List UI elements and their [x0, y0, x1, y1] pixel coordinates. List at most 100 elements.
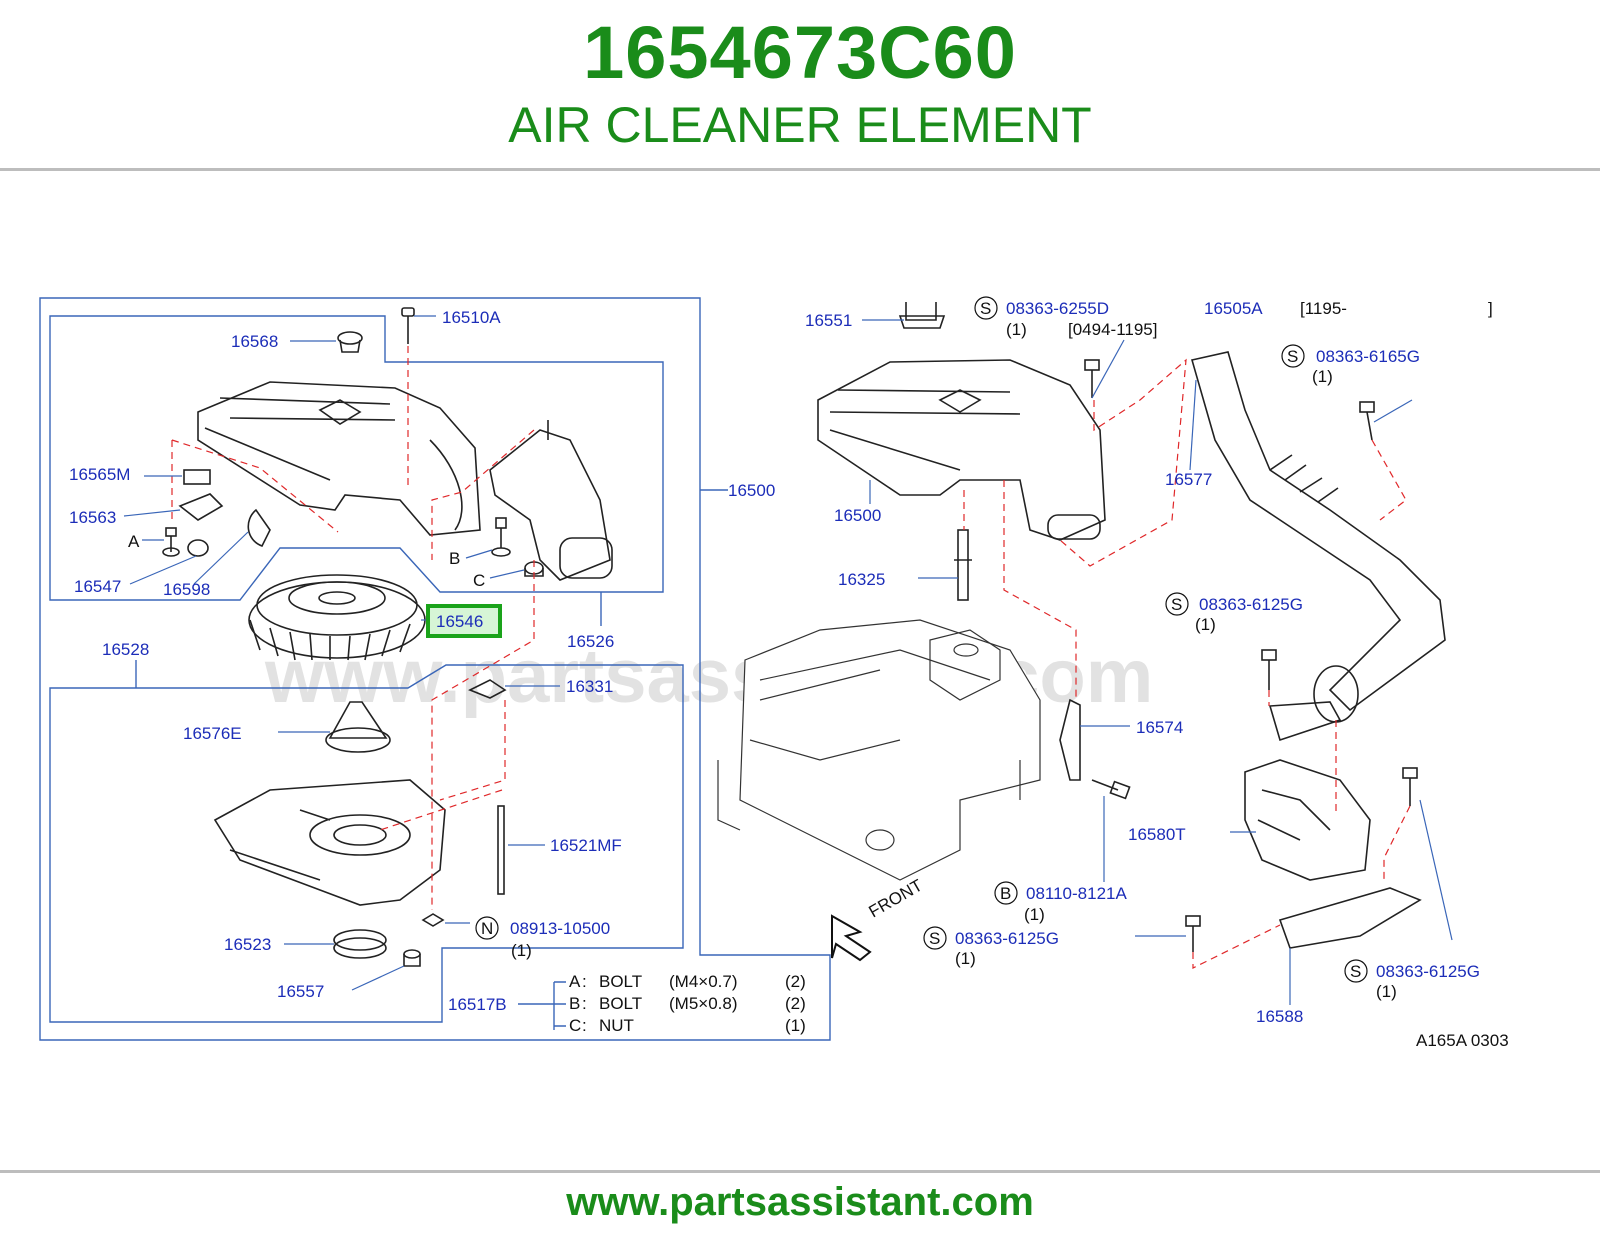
callout-08363-6125g-c[interactable]: 08363-6125G [1376, 962, 1480, 981]
legend-code: C [569, 1016, 581, 1035]
callout-16598[interactable]: 16598 [163, 580, 210, 599]
callout-16547[interactable]: 16547 [74, 577, 121, 596]
bolt-6125g-b-icon [1185, 915, 1201, 952]
callout-16500-right[interactable]: 16500 [834, 506, 881, 525]
callout-16557[interactable]: 16557 [277, 982, 324, 1001]
bolt-6165g-icon [1359, 401, 1375, 441]
legend-code: B [569, 994, 580, 1013]
callout-08363-6125g-c-qty: (1) [1376, 982, 1397, 1001]
part-name-subtitle: AIR CLEANER ELEMENT [508, 97, 1092, 153]
callout-s[interactable]: S [1350, 962, 1361, 981]
bolt-16510a-icon [401, 307, 415, 344]
grommet-16557-icon [403, 949, 421, 967]
callout-08363-6165g[interactable]: 08363-6165G [1316, 347, 1420, 366]
callout-b[interactable]: B [1000, 884, 1011, 903]
clip-16331-icon [468, 679, 507, 699]
callout-n[interactable]: N [481, 919, 493, 938]
symbol-s-circle [974, 296, 998, 320]
svg-text::: : [582, 972, 587, 991]
callout-s[interactable]: S [980, 299, 991, 318]
legend-row: B : BOLT (M5×0.8) (2) [569, 994, 806, 1013]
legend-row: C : NUT (1) [569, 1016, 806, 1035]
callout-16588[interactable]: 16588 [1256, 1007, 1303, 1026]
air-cleaner-cover-icon [197, 381, 481, 536]
callout-16551[interactable]: 16551 [805, 311, 852, 330]
callout-08110-8121a[interactable]: 08110-8121A [1026, 884, 1127, 903]
lower-housing-icon [213, 779, 446, 906]
diagram-code: A165A 0303 [1416, 1031, 1509, 1050]
legend-type: BOLT [599, 972, 642, 991]
legend-bracket [518, 981, 566, 1030]
rod-16521mf-icon [497, 805, 505, 895]
callout-s[interactable]: S [929, 929, 940, 948]
callout-16568[interactable]: 16568 [231, 332, 278, 351]
header-divider [0, 168, 1600, 171]
bolt-6125g-c-icon [1402, 767, 1418, 806]
callout-16521mf[interactable]: 16521MF [550, 836, 622, 855]
symbol-s-circle [923, 926, 947, 950]
grommet-16568-icon [337, 331, 363, 353]
frame-lower [49, 664, 684, 1023]
valve-16576e-icon [325, 701, 391, 753]
callout-16331[interactable]: 16331 [566, 677, 613, 696]
legend-type: BOLT [599, 994, 642, 1013]
callout-16526[interactable]: 16526 [567, 632, 614, 651]
frame-outer [39, 297, 831, 1041]
resonator-16580t-icon [1244, 759, 1371, 881]
callout-16505a[interactable]: 16505A [1204, 299, 1263, 318]
callout-08110-8121a-qty: (1) [1024, 905, 1045, 924]
callout-08913[interactable]: 08913-10500 [510, 919, 610, 938]
legend-row: A : BOLT (M4×0.7) (2) [569, 972, 806, 991]
leader-lines [123, 315, 1453, 1005]
legend-qty: (2) [785, 972, 806, 991]
callout-c[interactable]: C [473, 571, 485, 590]
callout-16577[interactable]: 16577 [1165, 470, 1212, 489]
footer-url[interactable]: www.partsassistant.com [566, 1180, 1034, 1224]
bracket-16563-icon [178, 493, 224, 521]
bracket-16574-icon [1059, 698, 1081, 781]
callout-16528[interactable]: 16528 [102, 640, 149, 659]
callout-08363-6125g-a-qty: (1) [1195, 615, 1216, 634]
callout-a[interactable]: A [128, 532, 140, 551]
callout-labels-left: 16510A 16568 16565M 16563 A 16547 16598 … [69, 308, 775, 1014]
symbol-n-circle [475, 916, 499, 940]
nut-n-icon [421, 913, 445, 927]
legend-size: (M4×0.7) [669, 972, 738, 991]
part-number-title: 1654673C60 [583, 11, 1017, 94]
callout-08913-qty: (1) [511, 941, 532, 960]
callout-16574[interactable]: 16574 [1136, 718, 1183, 737]
callout-08363-6125g-b[interactable]: 08363-6125G [955, 929, 1059, 948]
clip-16565m-icon [183, 469, 211, 485]
left-assembly [162, 307, 613, 967]
svg-text::: : [582, 1016, 587, 1035]
callout-16517b[interactable]: 16517B [448, 995, 507, 1014]
callout-08363-6125g-a[interactable]: 08363-6125G [1199, 595, 1303, 614]
legend-qty: (1) [785, 1016, 806, 1035]
callout-16580t[interactable]: 16580T [1128, 825, 1186, 844]
callout-16510a[interactable]: 16510A [442, 308, 501, 327]
callout-16563[interactable]: 16563 [69, 508, 116, 527]
stud-16325-icon [954, 529, 972, 601]
air-cleaner-element-16546-icon [248, 574, 426, 661]
callout-08363-6125g-b-qty: (1) [955, 949, 976, 968]
callout-08363-6255d[interactable]: 08363-6255D [1006, 299, 1109, 318]
frame-upper [49, 315, 664, 601]
callout-s[interactable]: S [1287, 347, 1298, 366]
callout-08363-6255d-qty: (1) [1006, 320, 1027, 339]
group-frames [39, 297, 831, 1041]
svg-text::: : [582, 994, 587, 1013]
callout-b[interactable]: B [449, 549, 460, 568]
callout-s[interactable]: S [1171, 595, 1182, 614]
bolt-6125g-a-icon [1261, 649, 1277, 690]
range-0494-1195: [0494-1195] [1068, 320, 1157, 339]
callout-16523[interactable]: 16523 [224, 935, 271, 954]
callout-08363-6165g-qty: (1) [1312, 367, 1333, 386]
callout-16546[interactable]: 16546 [436, 612, 483, 631]
hose-bracket-icon [1268, 701, 1342, 742]
callout-16325[interactable]: 16325 [838, 570, 885, 589]
range-1195: [1195- [1300, 299, 1347, 318]
callout-16565m[interactable]: 16565M [69, 465, 130, 484]
callout-16576e[interactable]: 16576E [183, 724, 242, 743]
callout-16500-left[interactable]: 16500 [728, 481, 775, 500]
bolt-a-icon [162, 527, 180, 557]
